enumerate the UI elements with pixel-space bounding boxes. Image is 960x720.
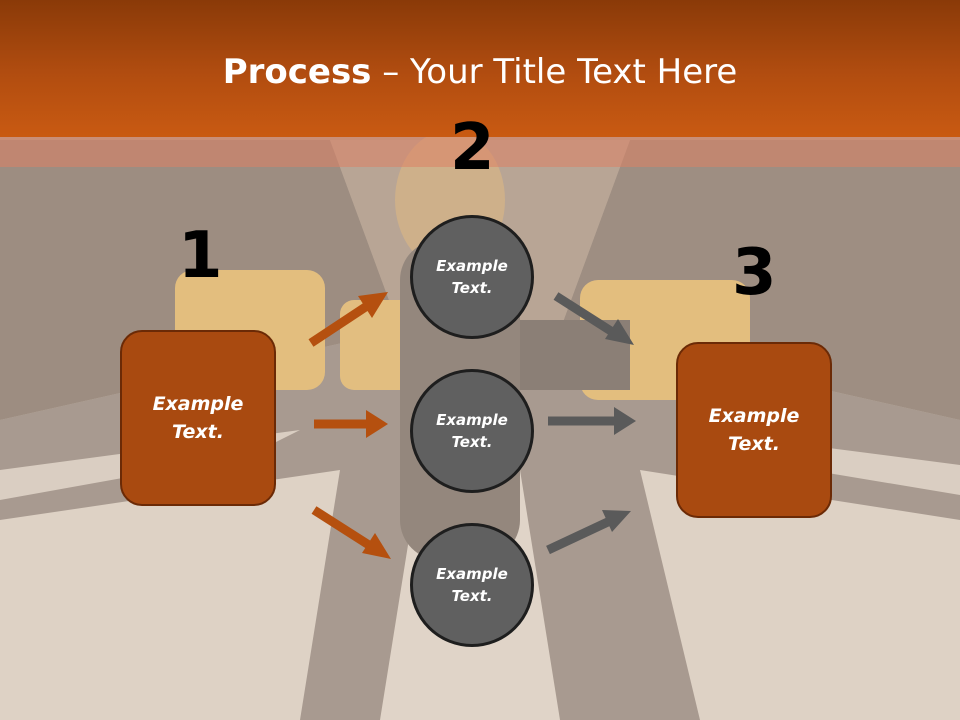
circle-bottom[interactable]: Example Text.: [410, 523, 534, 647]
step-3-box[interactable]: Example Text.: [676, 342, 832, 518]
slide-title: Process – Your Title Text Here: [0, 52, 960, 92]
circle-bottom-label: Example Text.: [436, 564, 508, 606]
title-rest: – Your Title Text Here: [371, 52, 738, 92]
circle-top-label: Example Text.: [436, 256, 508, 298]
arrow-top-to-3: [553, 292, 634, 345]
title-bar: [0, 0, 960, 137]
circle-top[interactable]: Example Text.: [410, 215, 534, 339]
step-number-3: 3: [732, 236, 777, 310]
step-3-label: Example Text.: [708, 404, 800, 456]
circle-middle[interactable]: Example Text.: [410, 369, 534, 493]
arrow-1-to-bottom: [311, 506, 391, 559]
arrow-bottom-to-3: [546, 510, 631, 555]
title-bold: Process: [222, 52, 372, 92]
step-1-box[interactable]: Example Text.: [120, 330, 276, 506]
arrow-1-to-middle: [314, 410, 388, 438]
step-number-1: 1: [178, 219, 223, 293]
arrow-middle-to-3: [548, 407, 636, 435]
title-bar-band: [0, 137, 960, 167]
step-number-2: 2: [450, 111, 495, 185]
arrow-1-to-top: [308, 292, 388, 347]
circle-middle-label: Example Text.: [436, 410, 508, 452]
step-1-label: Example Text.: [152, 392, 244, 444]
